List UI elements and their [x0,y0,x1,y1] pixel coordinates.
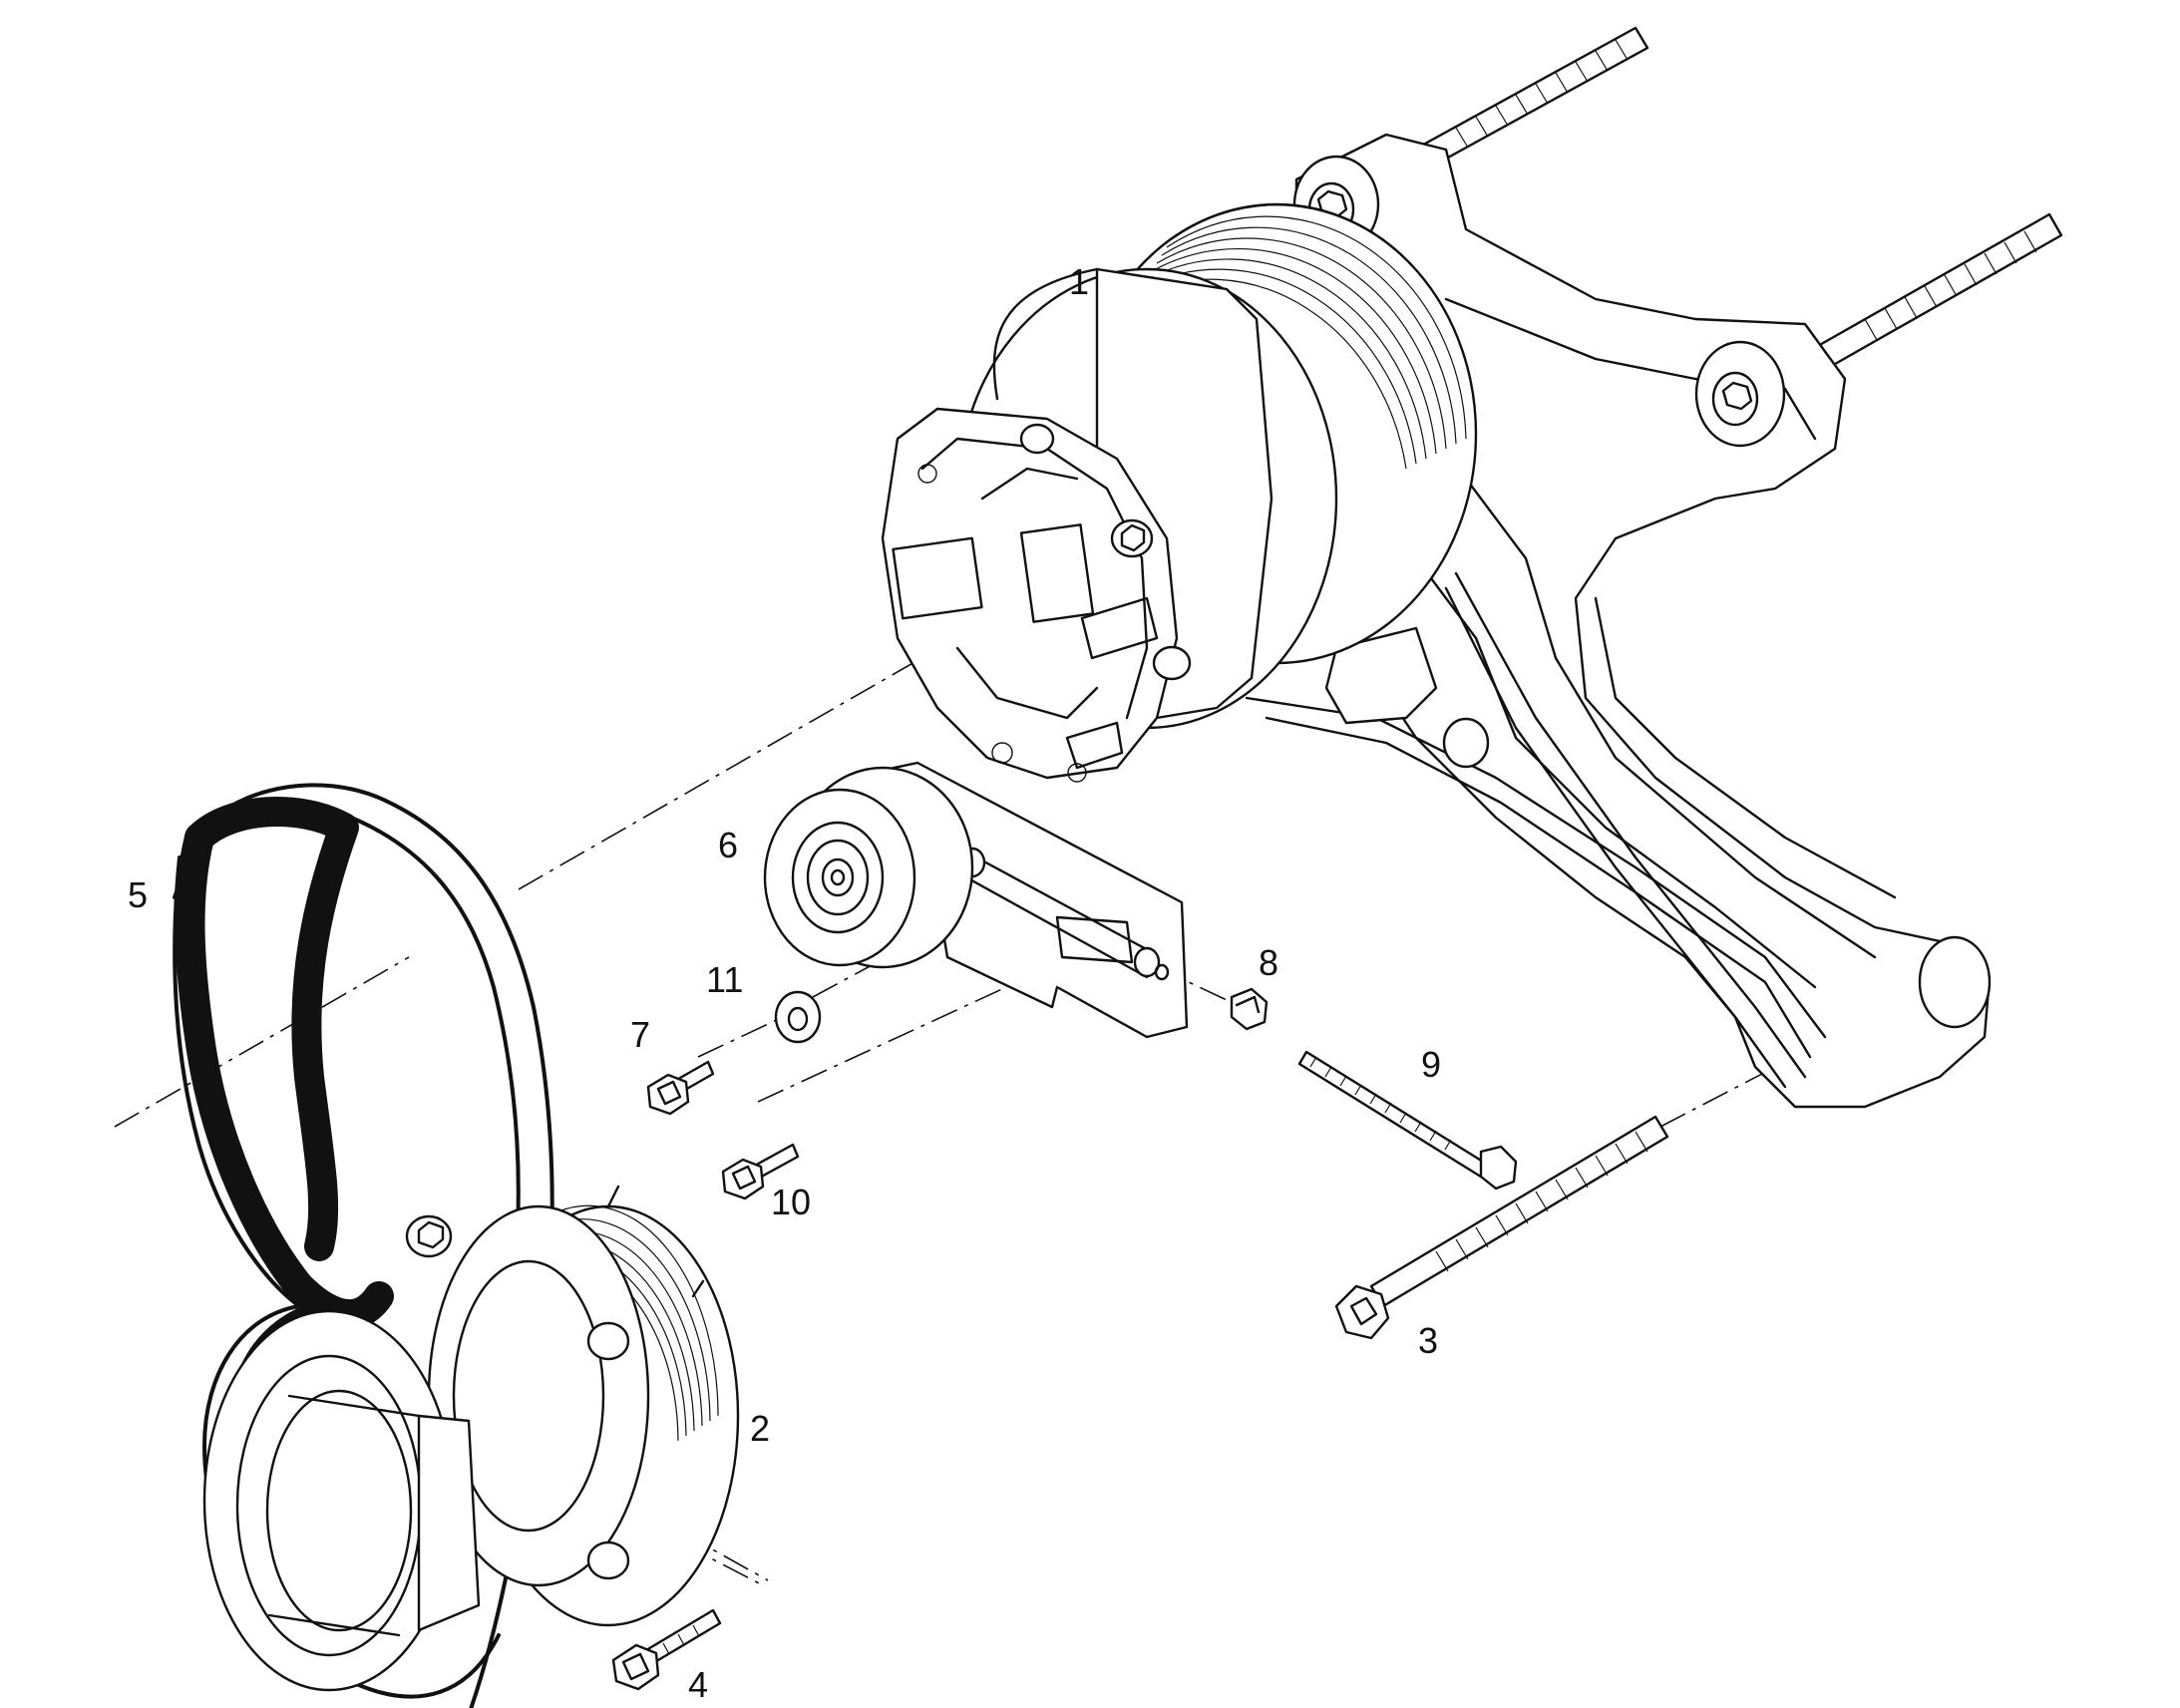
part-11-washer [774,990,822,1044]
hub-bolt-1 [1110,518,1154,558]
centerline-belt [114,956,410,1128]
part-10-bolt [721,1143,800,1200]
callout-10: 10 [771,1182,811,1222]
callout-6: 6 [718,825,738,865]
main-pulley-groove-lines [1136,204,1477,470]
belt-ribbed-band [184,797,359,1261]
callout-11: 11 [706,959,743,1000]
centerline-bolt-7 [697,1016,784,1058]
callout-9: 9 [1421,1044,1441,1085]
callout-1: 1 [1069,261,1089,302]
part-1-bracket-assembly [881,26,2063,1109]
part-6-idler [763,761,1189,1039]
bracket-lower-boss [1918,935,1992,1029]
callout-8: 8 [1259,942,1278,983]
callout-4: 4 [688,1664,708,1705]
small-mount-block [1324,626,1438,725]
callout-labels: 1 2 3 4 5 6 7 8 9 10 11 [128,261,1441,1705]
bracket-right-boss [1694,340,1786,448]
part-4-bolt [611,1608,722,1691]
part-7-bolt [646,1060,715,1116]
callout-2: 2 [750,1408,770,1449]
callout-3: 3 [1418,1320,1438,1361]
part-9-bolt [1297,1050,1518,1191]
callout-5: 5 [128,874,148,915]
hub-bolt-3 [1019,423,1055,455]
hub-bolt-2 [1152,645,1192,681]
stud-lower [1793,212,2063,382]
callout-7: 7 [630,1014,650,1055]
stud-upper-threads [1455,39,1629,149]
part-2-crank-pulley [202,1185,740,1692]
part-8-nut [1230,987,1269,1031]
part-3-bolt [1334,1115,1669,1340]
